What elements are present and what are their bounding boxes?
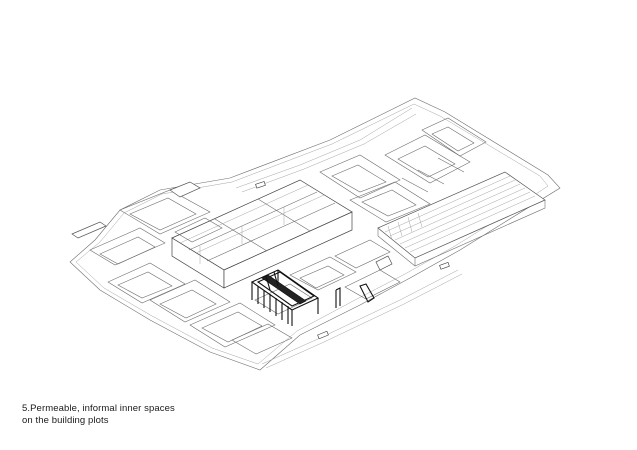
central-warehouses: [171, 179, 353, 289]
north-street: [235, 107, 417, 193]
sawtooth-hall: [377, 171, 546, 270]
caption-line-1: 5.Permeable, informal inner spaces: [22, 403, 175, 414]
caption-line-2: on the building plots: [22, 415, 109, 426]
figure-caption: 5.Permeable, informal inner spaces on th…: [22, 403, 175, 427]
west-plots: [71, 181, 231, 323]
courtyard-block: [319, 117, 487, 223]
highlighted-pergola: [250, 269, 320, 326]
south-plots: [189, 239, 401, 355]
frame-structures: [335, 283, 375, 308]
south-street: [261, 269, 463, 369]
